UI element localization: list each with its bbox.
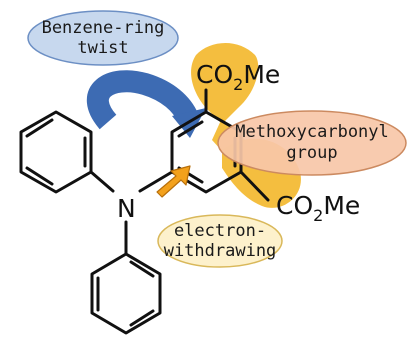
nitrogen-label: N — [117, 194, 136, 223]
twist-callout: Benzene-ring twist — [27, 10, 179, 66]
electron-label-line2: withdrawing — [164, 241, 277, 261]
n-to-left-phenyl-bond — [89, 170, 115, 193]
highlight-top-band — [191, 42, 259, 124]
left-phenyl-double-3 — [25, 118, 54, 138]
twist-arrow — [86, 70, 199, 130]
bottom-phenyl-double-1 — [129, 260, 155, 278]
bottom-phenyl-ring — [90, 252, 162, 335]
electron-callout: electron- withdrawing — [157, 214, 283, 268]
methoxy-callout: Methoxycarbonyl group — [217, 110, 407, 176]
twist-label-line2: twist — [77, 38, 128, 58]
methoxy-label-line1: Methoxycarbonyl — [235, 122, 389, 142]
top-ester-subscript: 2 — [233, 75, 243, 94]
bottom-ester-bond — [239, 170, 270, 202]
twist-label-line1: Benzene-ring — [42, 18, 165, 38]
bottom-ester-label: CO2Me — [276, 191, 360, 225]
twist-bubble — [27, 10, 179, 66]
electron-label-line1: electron- — [174, 221, 266, 241]
bottom-ester-prefix: CO — [276, 191, 313, 220]
left-phenyl-ring — [19, 110, 93, 194]
bottom-ester-suffix: Me — [323, 191, 360, 220]
top-ester-label: CO2Me — [196, 60, 280, 94]
n-to-central-ring-bond — [138, 170, 174, 193]
top-ester-prefix: CO — [196, 60, 233, 89]
left-phenyl-double-2 — [25, 166, 54, 186]
bottom-phenyl-double-2 — [129, 309, 155, 327]
methoxy-label-line2: group — [286, 143, 337, 163]
electron-bubble — [157, 214, 283, 268]
electron-push-arrow — [156, 165, 191, 198]
methoxy-bubble — [217, 110, 407, 176]
central-ring-double-1 — [177, 120, 204, 138]
top-ester-suffix: Me — [243, 60, 280, 89]
bottom-ester-subscript: 2 — [313, 206, 323, 225]
